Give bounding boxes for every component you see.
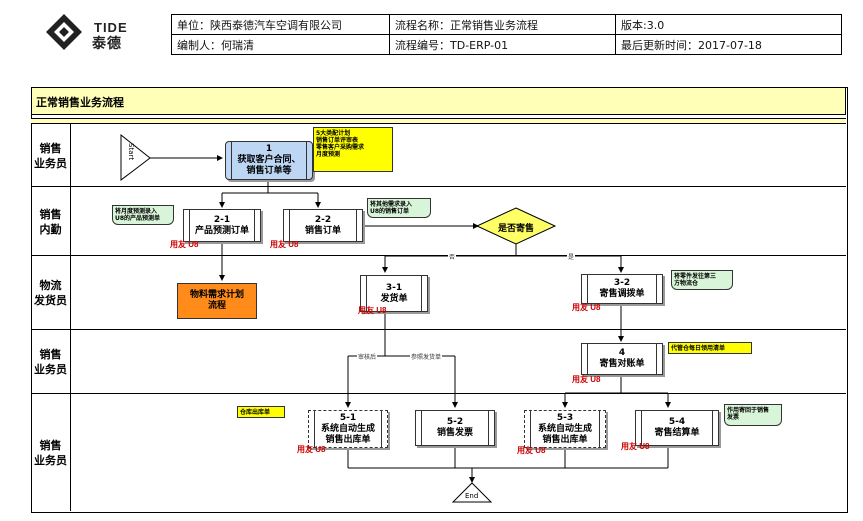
node-5-1-text: 系统自动生成销售出库单 xyxy=(320,423,375,445)
lane-label-logistics: 物流 发货员 xyxy=(31,256,71,330)
node-4-consignment-reconciliation: 4 寄售对账单 xyxy=(581,343,663,375)
lane-label-sales-internal: 销售 内勤 xyxy=(31,187,71,256)
lane-4 xyxy=(31,330,846,394)
node-3-2-consignment-transfer: 3-2 寄售调拨单 xyxy=(581,274,663,304)
note-third-party: 将零件发往第三 方物流仓 xyxy=(671,270,733,290)
lane-label-sales-2: 销售 业务员 xyxy=(31,330,71,394)
node-5-4-text: 寄售结算单 xyxy=(654,428,700,438)
decision-label: 是否寄售 xyxy=(497,224,534,234)
node-2-1-text: 产品预测订单 xyxy=(194,225,249,236)
note-invoice-return: 作用寄回于销售 发票 xyxy=(724,404,782,426)
node-5-2-num: 5-2 xyxy=(446,417,464,427)
node-2-1-forecast-order: 2-1 产品预测订单 xyxy=(183,209,261,242)
node-5-1-num: 5-1 xyxy=(339,412,357,423)
note-other-demand: 将其他需求录入 U8的销售订单 xyxy=(367,198,431,218)
ufu-u8-label: 用友 U8 xyxy=(270,240,299,249)
node-5-4-num: 5-4 xyxy=(668,417,686,427)
node-1-num: 1 xyxy=(265,144,273,154)
note-warehouse-out: 仓库出库单 xyxy=(237,406,285,418)
note-daily-usage: 代管仓每日领用清单 xyxy=(668,342,752,354)
end-shape xyxy=(451,482,493,503)
brand-name-en: TIDE xyxy=(94,20,128,35)
brand-name-cn: 泰德 xyxy=(92,36,122,52)
header-info-table: 单位：陕西泰德汽车空调有限公司 流程名称：正常销售业务流程 版本:3.0 编制人… xyxy=(171,14,842,55)
node-3-2-text: 寄售调拨单 xyxy=(599,289,645,299)
end-label: End xyxy=(465,492,479,500)
node-5-1-auto-outbound: 5-1 系统自动生成销售出库单 xyxy=(308,410,388,448)
node-3-1-text: 发货单 xyxy=(380,293,408,304)
node-5-4-consignment-settlement: 5-4 寄售结算单 xyxy=(635,410,719,446)
edge-label-yes: 是 xyxy=(567,252,576,261)
decision-shape xyxy=(475,207,557,245)
version-cell: 版本:3.0 xyxy=(615,14,842,35)
node-2-1-num: 2-1 xyxy=(213,214,231,225)
node-3-1-delivery-note: 3-1 发货单 xyxy=(360,275,428,312)
edge-label-ref-delivery: 参照发货单 xyxy=(410,352,443,361)
start-shape xyxy=(120,133,151,182)
node-3-2-num: 3-2 xyxy=(613,278,631,288)
updated-cell: 最后更新时间：2017-07-18 xyxy=(615,34,842,55)
tide-logo-icon xyxy=(46,14,82,50)
note-forecast-input: 将月度预测录入 U8的产品预测单 xyxy=(112,205,174,225)
unit-cell: 单位：陕西泰德汽车空调有限公司 xyxy=(171,14,390,35)
node-5-3-num: 5-3 xyxy=(556,412,574,423)
ufu-u8-label: 用友 U8 xyxy=(572,375,601,384)
node-2-2-text: 销售订单 xyxy=(304,225,341,236)
node-1-text: 获取客户合同、销售订单等 xyxy=(237,155,301,176)
lane-label-sales-3: 销售 业务员 xyxy=(31,394,71,511)
start-label: Start xyxy=(127,143,135,161)
lane-1 xyxy=(31,124,846,187)
title-strip xyxy=(31,118,846,124)
lane-label-sales-1: 销售 业务员 xyxy=(31,124,71,187)
diagram-title: 正常销售业务流程 xyxy=(31,87,846,115)
node-5-3-text: 系统自动生成销售出库单 xyxy=(537,423,592,445)
edge-label-after-audit: 审核后 xyxy=(357,352,378,361)
node-2-2-sales-order: 2-2 销售订单 xyxy=(283,209,363,242)
ufu-u8-label: 用友 U8 xyxy=(517,446,546,455)
node-5-2-text: 销售发票 xyxy=(436,428,473,438)
node-3-1-num: 3-1 xyxy=(385,282,403,293)
note-plans: 5大类配计划 销售订单评审表 零售客户采购需求 月度预测 xyxy=(313,127,393,172)
node-4-text: 寄售对账单 xyxy=(599,359,645,369)
node-5-3-auto-outbound: 5-3 系统自动生成销售出库单 xyxy=(524,410,606,448)
mrp-process: 物料需求计划流程 xyxy=(177,283,257,319)
node-4-num: 4 xyxy=(618,348,626,358)
ufu-u8-label: 用友 U8 xyxy=(170,240,199,249)
node-5-2-sales-invoice: 5-2 销售发票 xyxy=(415,410,495,446)
ufu-u8-label: 用友 U8 xyxy=(297,445,326,454)
edge-label-no: 否 xyxy=(448,252,457,261)
node-2-2-num: 2-2 xyxy=(314,214,332,225)
lane-3 xyxy=(31,256,846,330)
node-1-get-contract: 1 获取客户合同、销售订单等 xyxy=(225,141,313,180)
process-code-cell: 流程编号：TD-ERP-01 xyxy=(389,34,616,55)
ufu-u8-label: 用友 U8 xyxy=(621,442,650,451)
ufu-u8-label: 用友 U8 xyxy=(572,303,601,312)
ufu-u8-label: 用友 U8 xyxy=(358,306,387,315)
